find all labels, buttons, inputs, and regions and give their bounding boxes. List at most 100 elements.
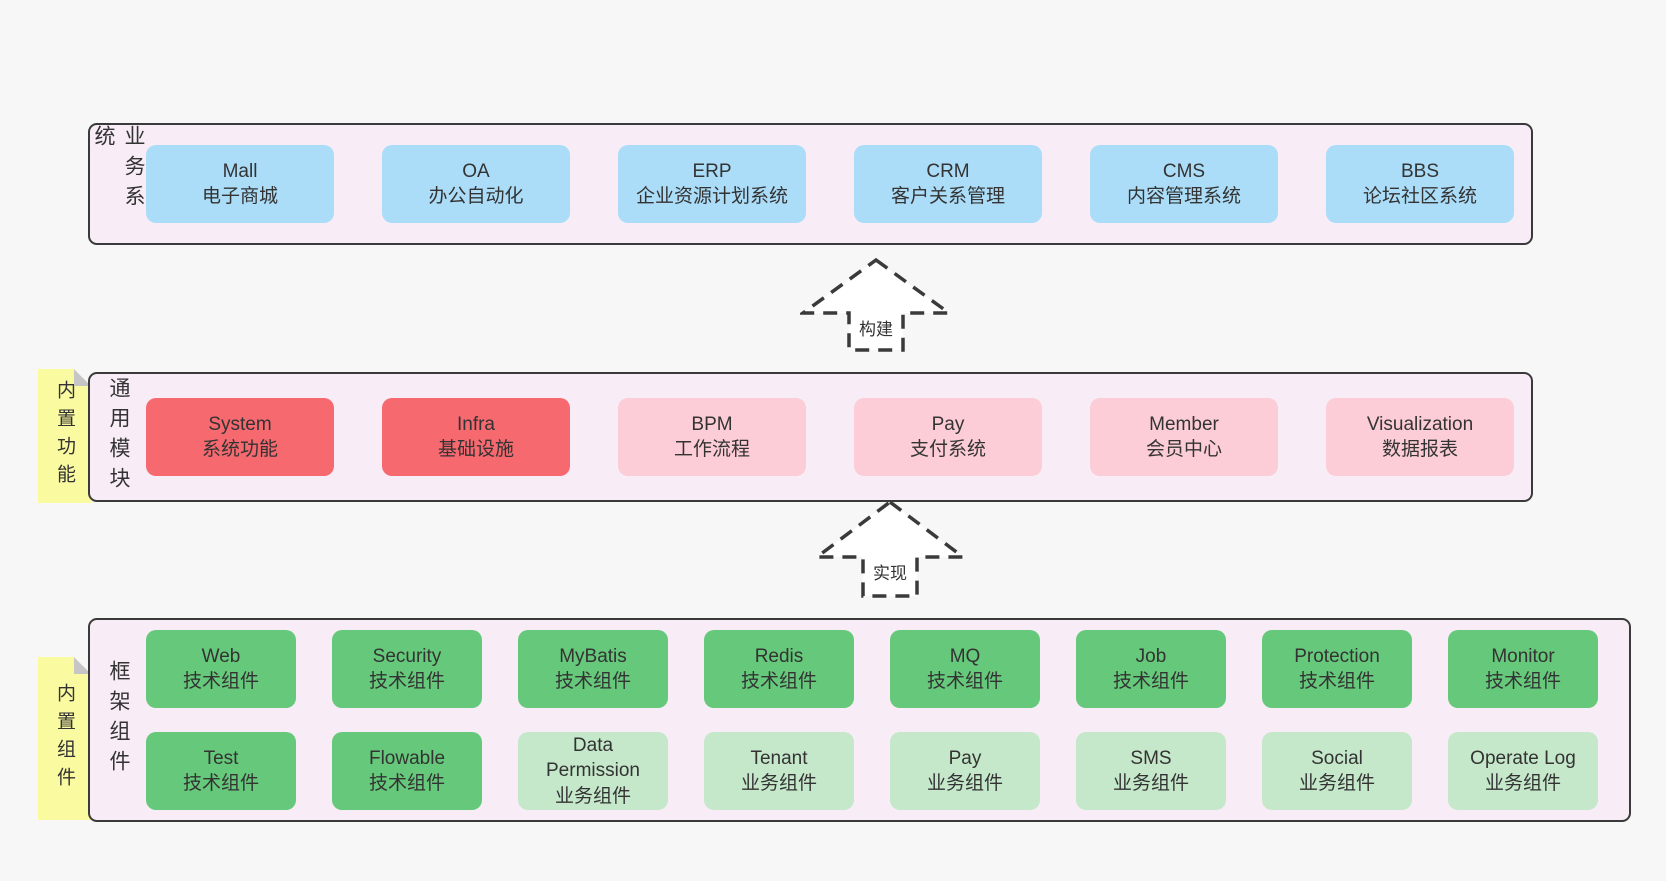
box-title: BPM	[691, 413, 733, 435]
box-title: Member	[1149, 413, 1219, 435]
box-monitor: Monitor 技术组件	[1448, 630, 1598, 708]
box-pay: Pay 支付系统	[854, 398, 1042, 476]
box-subtitle: 业务组件	[740, 773, 817, 794]
box-crm: CRM 客户关系管理	[854, 145, 1042, 223]
box-mall: Mall 电子商城	[146, 145, 334, 223]
box-sms: SMS 业务组件	[1076, 732, 1226, 810]
box-title: ERP	[692, 160, 732, 182]
box-title: Infra	[456, 413, 496, 435]
arrow-label-implement: 实现	[870, 559, 910, 584]
box-title: BBS	[1400, 160, 1440, 182]
box-job: Job 技术组件	[1076, 630, 1226, 708]
box-subtitle: 会员中心	[1145, 439, 1222, 460]
box-subtitle: 技术组件	[740, 671, 817, 692]
box-mq: MQ 技术组件	[890, 630, 1040, 708]
box-title: Visualization	[1366, 413, 1474, 435]
box-subtitle: 企业资源计划系统	[635, 186, 788, 207]
band-label-common-modules: 通用模块	[107, 377, 130, 497]
box-title: Security	[372, 645, 442, 667]
box-visualization: Visualization 数据报表	[1326, 398, 1514, 476]
box-cms: CMS 内容管理系统	[1090, 145, 1278, 223]
business-systems-band: 业务系统 Mall 电子商城 OA 办公自动化 ERP 企业资源计划系统 CRM…	[88, 123, 1533, 245]
box-title: Pay	[948, 747, 982, 769]
box-title: Job	[1135, 645, 1167, 667]
common-modules-row: System 系统功能 Infra 基础设施 BPM 工作流程 Pay 支付系统…	[146, 398, 1514, 476]
framework-components-band: 框架组件 Web 技术组件 Security 技术组件 MyBatis 技术组件…	[88, 618, 1631, 822]
arrow-label-build: 构建	[856, 315, 896, 340]
folded-corner-icon	[74, 657, 91, 674]
box-subtitle: 技术组件	[926, 671, 1003, 692]
box-subtitle: 技术组件	[182, 773, 259, 794]
box-social: Social 业务组件	[1262, 732, 1412, 810]
box-title: SMS	[1130, 747, 1172, 769]
sticky-label: 内置组件	[54, 682, 75, 795]
box-subtitle: 技术组件	[182, 671, 259, 692]
box-member: Member 会员中心	[1090, 398, 1278, 476]
box-title: Social	[1311, 747, 1363, 769]
sticky-label: 内置功能	[54, 380, 75, 492]
box-title: Flowable	[368, 747, 446, 769]
box-bbs: BBS 论坛社区系统	[1326, 145, 1514, 223]
box-pay-biz: Pay 业务组件	[890, 732, 1040, 810]
box-subtitle: 业务组件	[926, 773, 1003, 794]
box-redis: Redis 技术组件	[704, 630, 854, 708]
box-subtitle: 技术组件	[368, 773, 445, 794]
box-system: System 系统功能	[146, 398, 334, 476]
box-title: System	[208, 413, 272, 435]
box-title: Operate Log	[1470, 747, 1576, 769]
box-subtitle: 业务组件	[1112, 773, 1189, 794]
box-title: Tenant	[750, 747, 808, 769]
box-subtitle: 论坛社区系统	[1362, 186, 1477, 207]
box-subtitle: 支付系统	[909, 439, 986, 460]
box-operate-log: Operate Log 业务组件	[1448, 732, 1598, 810]
framework-components-rows: Web 技术组件 Security 技术组件 MyBatis 技术组件 Redi…	[146, 630, 1598, 810]
common-modules-band: 通用模块 System 系统功能 Infra 基础设施 BPM 工作流程 Pay…	[88, 372, 1533, 502]
sticky-note-built-in-components: 内置组件	[38, 657, 91, 820]
box-bpm: BPM 工作流程	[618, 398, 806, 476]
box-title: Test	[203, 747, 239, 769]
box-subtitle: 办公自动化	[428, 186, 524, 207]
box-title: CRM	[926, 160, 970, 182]
box-web: Web 技术组件	[146, 630, 296, 708]
up-arrow-icon	[814, 499, 966, 598]
box-title: Pay	[931, 413, 965, 435]
box-title: Mall	[222, 160, 258, 182]
box-subtitle: 基础设施	[437, 439, 514, 460]
sticky-note-built-in-features: 内置功能	[38, 369, 91, 503]
box-infra: Infra 基础设施	[382, 398, 570, 476]
box-title: Monitor	[1491, 645, 1555, 667]
box-data-permission: Data Permission 业务组件	[518, 732, 668, 810]
box-title: Data Permission	[546, 735, 640, 782]
box-erp: ERP 企业资源计划系统	[618, 145, 806, 223]
box-subtitle: 业务组件	[1484, 773, 1561, 794]
box-subtitle: 技术组件	[1484, 671, 1561, 692]
box-title: OA	[462, 160, 490, 182]
box-tenant: Tenant 业务组件	[704, 732, 854, 810]
box-subtitle: 客户关系管理	[890, 186, 1005, 207]
box-title: MyBatis	[559, 645, 627, 667]
box-protection: Protection 技术组件	[1262, 630, 1412, 708]
box-security: Security 技术组件	[332, 630, 482, 708]
box-test: Test 技术组件	[146, 732, 296, 810]
box-title: Redis	[754, 645, 804, 667]
up-arrow-icon	[800, 257, 952, 352]
folded-corner-icon	[74, 369, 91, 386]
box-subtitle: 系统功能	[201, 439, 278, 460]
tech-components-row: Web 技术组件 Security 技术组件 MyBatis 技术组件 Redi…	[146, 630, 1598, 708]
implement-arrow: 实现	[814, 499, 966, 599]
box-subtitle: 电子商城	[201, 186, 278, 207]
box-title: CMS	[1162, 160, 1206, 182]
band-label-framework-components: 框架组件	[107, 660, 130, 780]
box-subtitle: 技术组件	[1112, 671, 1189, 692]
build-arrow: 构建	[800, 257, 952, 353]
box-subtitle: 数据报表	[1381, 439, 1458, 460]
box-subtitle: 技术组件	[1298, 671, 1375, 692]
box-title: MQ	[949, 645, 981, 667]
business-components-row: Test 技术组件 Flowable 技术组件 Data Permission …	[146, 732, 1598, 810]
band-label-business-systems: 业务系统	[92, 125, 145, 215]
box-subtitle: 技术组件	[554, 671, 631, 692]
box-subtitle: 内容管理系统	[1126, 186, 1241, 207]
box-oa: OA 办公自动化	[382, 145, 570, 223]
box-subtitle: 工作流程	[673, 439, 750, 460]
